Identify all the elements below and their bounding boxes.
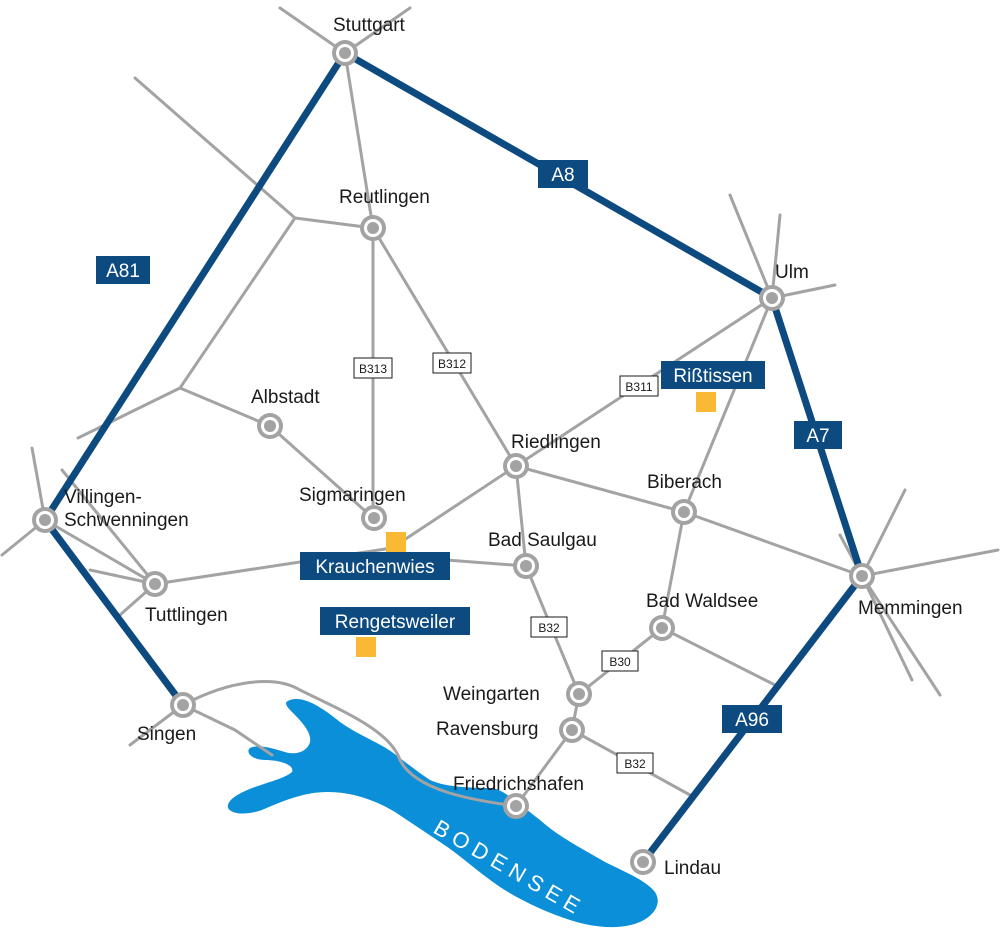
svg-text:A7: A7	[806, 426, 829, 447]
svg-text:B313: B313	[359, 362, 387, 376]
svg-text:Rengetsweiler: Rengetsweiler	[335, 612, 456, 633]
city-label-memmingen: Memmingen	[858, 598, 963, 619]
road-ravensburg-fn	[514, 728, 574, 808]
road-memmingen-spurs	[838, 488, 1000, 697]
city-node-riedlingen	[503, 453, 529, 479]
location-label-krauchenwies: Krauchenwies	[300, 552, 450, 580]
city-label-biberach: Biberach	[647, 472, 722, 493]
road-biberach-waldsee	[660, 510, 686, 630]
svg-text:B32: B32	[624, 757, 646, 771]
highway-label-a96: A96	[722, 705, 782, 733]
road-label-b32-north: B32	[530, 616, 568, 638]
svg-text:B311: B311	[625, 380, 652, 394]
city-label-villingen-2: Schwenningen	[64, 510, 189, 531]
road-stuttgart-reutlingen	[343, 51, 375, 230]
city-label-weingarten: Weingarten	[443, 684, 540, 705]
road-ulm-biberach	[682, 296, 774, 514]
city-node-badwaldsee	[649, 615, 675, 641]
lake-bodensee	[227, 699, 658, 928]
city-label-riedlingen: Riedlingen	[511, 432, 601, 453]
city-nodes	[32, 40, 875, 875]
city-node-biberach	[671, 499, 697, 525]
marker-risstissen	[696, 392, 716, 412]
highway-label-a81: A81	[96, 256, 150, 284]
svg-text:B32: B32	[538, 621, 560, 635]
road-b312	[371, 226, 518, 468]
city-node-villingen	[32, 507, 58, 533]
city-label-ravensburg: Ravensburg	[436, 719, 538, 740]
road-label-b30: B30	[601, 650, 639, 672]
city-node-singen	[170, 692, 196, 718]
city-label-friedrichshafen: Friedrichshafen	[453, 774, 584, 795]
highway-label-a7: A7	[794, 421, 842, 449]
city-node-ulm	[759, 285, 785, 311]
city-label-stuttgart: Stuttgart	[333, 15, 406, 36]
road-singen-south	[181, 703, 274, 757]
road-label-b313: B313	[353, 357, 393, 379]
road-singen-fn	[181, 680, 518, 808]
svg-text:B312: B312	[438, 357, 466, 371]
city-label-villingen-1: Villingen-	[64, 487, 142, 508]
city-node-memmingen	[849, 563, 875, 589]
city-node-weingarten	[566, 681, 592, 707]
city-node-sigmaringen	[361, 505, 387, 531]
city-node-reutlingen	[360, 215, 386, 241]
city-node-tuttlingen	[142, 571, 168, 597]
road-stuttgart-ne	[278, 6, 347, 55]
marker-rengetsweiler	[356, 637, 376, 657]
road-stuttgart-nw	[343, 6, 412, 55]
highway-a81-line	[41, 49, 349, 524]
city-label-lindau: Lindau	[664, 858, 721, 879]
road-label-b312: B312	[432, 352, 472, 374]
location-label-rengetsweiler: Rengetsweiler	[320, 607, 470, 635]
city-node-badsaulgau	[513, 553, 539, 579]
city-label-singen: Singen	[137, 724, 196, 745]
city-label-badwaldsee: Bad Waldsee	[646, 591, 758, 612]
location-label-risstissen: Rißtissen	[661, 361, 765, 389]
svg-text:Rißtissen: Rißtissen	[673, 366, 752, 387]
city-node-albstadt	[257, 413, 283, 439]
city-label-ulm: Ulm	[775, 262, 809, 283]
svg-text:A8: A8	[551, 165, 574, 186]
road-villingen-tuttlingen	[60, 468, 157, 586]
marker-krauchenwies	[386, 532, 406, 552]
road-nw-spur	[133, 76, 297, 220]
city-node-ravensburg	[559, 717, 585, 743]
road-label-b311: B311	[619, 375, 659, 397]
city-node-stuttgart	[332, 40, 358, 66]
city-node-friedrichshafen	[503, 793, 529, 819]
city-label-albstadt: Albstadt	[251, 387, 320, 408]
svg-text:A96: A96	[735, 710, 769, 731]
city-node-lindau	[630, 849, 656, 875]
svg-text:B30: B30	[609, 655, 631, 669]
city-label-badsaulgau: Bad Saulgau	[488, 530, 597, 551]
road-krauchenwies	[43, 464, 518, 586]
road-waldsee-east	[660, 626, 777, 687]
svg-text:A81: A81	[106, 261, 140, 282]
road-riedlingen-saulgau	[514, 464, 528, 568]
city-label-sigmaringen: Sigmaringen	[299, 485, 406, 506]
road-label-b32-south: B32	[616, 752, 654, 774]
svg-text:Krauchenwies: Krauchenwies	[315, 557, 434, 578]
city-label-tuttlingen: Tuttlingen	[145, 605, 228, 626]
highway-label-a8: A8	[538, 160, 588, 188]
road-reutlingen-west	[76, 216, 375, 440]
highway-singen-line	[41, 516, 187, 709]
city-label-reutlingen: Reutlingen	[339, 187, 430, 208]
road-villingen-spurs	[0, 446, 47, 557]
